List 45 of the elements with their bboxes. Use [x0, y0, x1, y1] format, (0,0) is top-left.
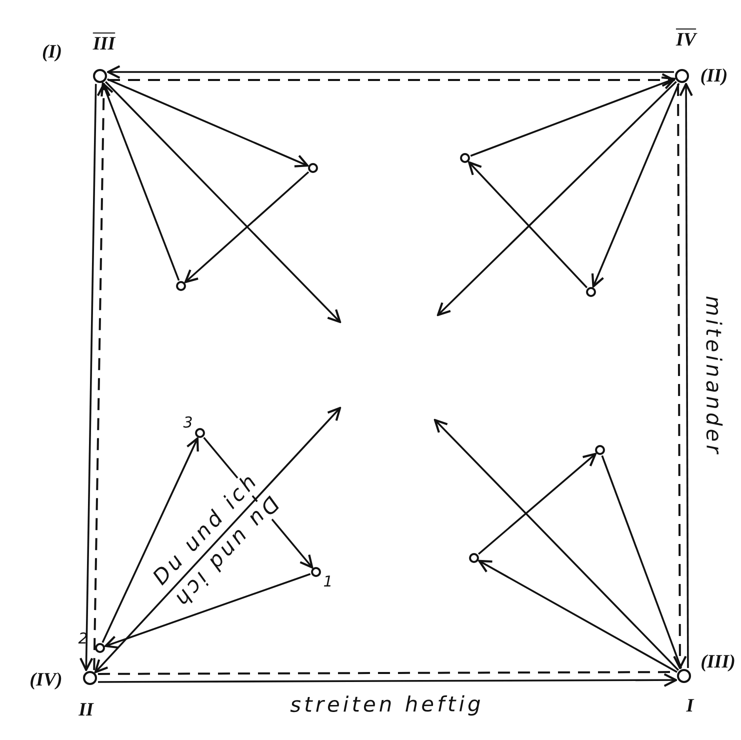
- node-circle: [586, 287, 596, 297]
- roman-numeral-label: III: [92, 34, 116, 54]
- node-circle: [311, 567, 321, 577]
- arrow: [106, 65, 674, 79]
- node-circle: [83, 671, 97, 685]
- arrow: [93, 83, 111, 670]
- roman-numeral-label: IV: [676, 30, 696, 50]
- roman-numeral-label: (I): [42, 42, 62, 62]
- arrow: [79, 84, 97, 671]
- arrow: [104, 573, 311, 649]
- node-circle: [595, 445, 605, 455]
- arrow: [673, 84, 687, 670]
- arrow: [470, 76, 676, 157]
- arrow: [100, 82, 180, 281]
- connector-line: [601, 455, 682, 669]
- node-circle: [677, 669, 691, 683]
- roman-numeral-label: (IV): [30, 670, 62, 690]
- arrow: [468, 161, 588, 288]
- arrow: [434, 418, 680, 671]
- node-circle: [93, 69, 107, 83]
- arrow: [591, 83, 680, 288]
- node-circle: [195, 428, 205, 438]
- roman-numeral-label: I: [686, 696, 694, 716]
- arrow: [98, 673, 678, 687]
- arrow: [184, 171, 310, 284]
- roman-numeral-label: II: [78, 700, 94, 720]
- arrow: [104, 81, 342, 324]
- arrow: [478, 452, 596, 555]
- roman-numeral-label: (II): [700, 66, 728, 86]
- arrow: [436, 80, 677, 316]
- arrow: [108, 73, 676, 87]
- arrow: [679, 82, 693, 668]
- arrow: [106, 78, 309, 168]
- node-circle: [176, 281, 186, 291]
- arrow: [478, 560, 678, 673]
- node-circle: [308, 163, 318, 173]
- roman-numeral-label: (III): [700, 652, 736, 672]
- node-circle: [95, 643, 105, 653]
- arrow: [94, 406, 342, 674]
- node-circle: [460, 153, 470, 163]
- point-number: 3: [183, 416, 193, 430]
- node-circle: [675, 69, 689, 83]
- arrow: [102, 437, 199, 643]
- point-number: 1: [323, 574, 333, 590]
- node-circle: [469, 553, 479, 563]
